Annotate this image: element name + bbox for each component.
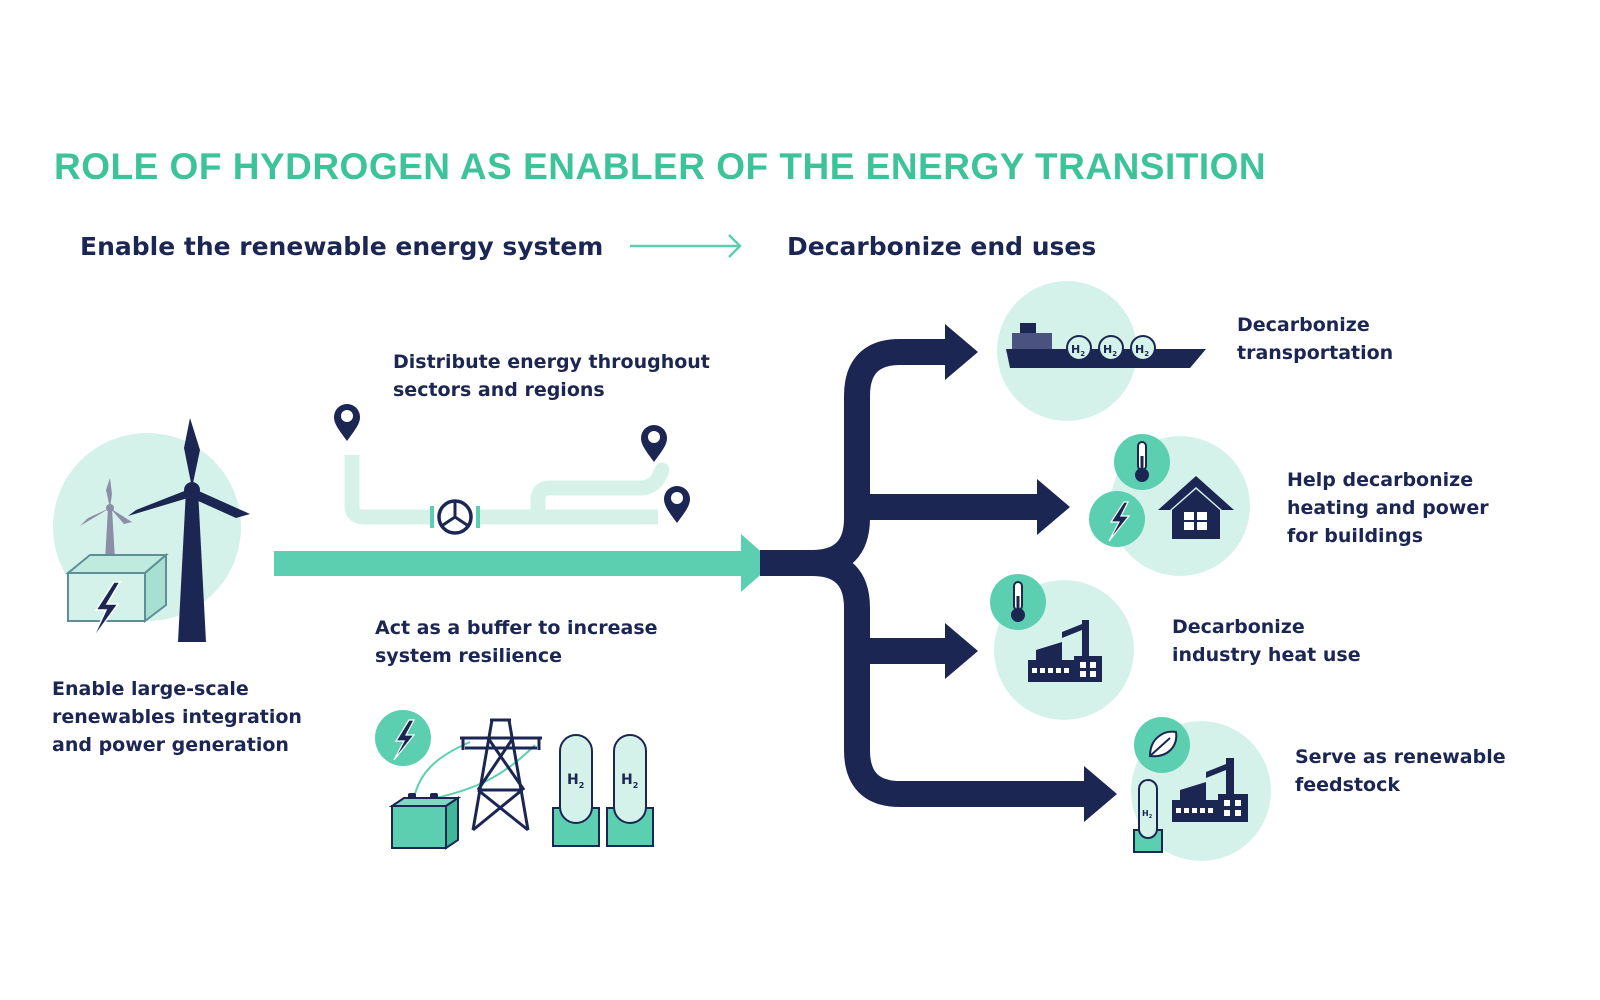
- label-buffer: Act as a buffer to increase system resil…: [375, 617, 658, 667]
- h2-label: H2: [567, 772, 584, 790]
- battery-icon: [388, 793, 462, 850]
- lightning-icon: [91, 581, 122, 641]
- label-distribute: Distribute energy throughout sectors and…: [393, 351, 710, 401]
- location-pin-icon: [334, 404, 360, 441]
- leaf-icon: [1148, 730, 1178, 758]
- main-flow-arrow: [274, 534, 774, 592]
- buildings-illustration: [1089, 434, 1250, 576]
- label-buildings: Help decarbonize heating and power for b…: [1287, 469, 1489, 547]
- ship-icon: [1006, 323, 1206, 368]
- location-pin-icon: [641, 425, 667, 462]
- factory-icon: [1028, 620, 1102, 682]
- pipeline-illustration: [334, 404, 690, 535]
- hydrogen-tank-icon: [606, 734, 654, 847]
- valve-icon: [430, 499, 480, 535]
- h2-label: H2: [621, 772, 638, 790]
- renewables-illustration: [53, 418, 250, 642]
- lightning-icon: [393, 719, 416, 761]
- hydrogen-tank-icon: [552, 734, 600, 847]
- heading-arrow-icon: [630, 234, 742, 258]
- h2-label: H2: [1071, 343, 1085, 358]
- h2-label: H2: [1135, 343, 1149, 358]
- thermometer-icon: [1011, 581, 1025, 622]
- h2-label: H2: [1103, 343, 1117, 358]
- industry-illustration: [990, 574, 1134, 720]
- label-feedstock: Serve as renewable feedstock: [1295, 746, 1506, 796]
- hydrogen-tank-icon: [1133, 779, 1163, 853]
- feedstock-illustration: [1131, 717, 1271, 861]
- page-title: ROLE OF HYDROGEN AS ENABLER OF THE ENERG…: [54, 146, 1267, 187]
- label-renewables: Enable large-scale renewables integratio…: [52, 678, 302, 756]
- h2-label: H2: [1142, 809, 1153, 820]
- thermometer-icon: [1135, 441, 1149, 482]
- transport-illustration: [997, 281, 1206, 421]
- label-transport: Decarbonize transportation: [1237, 314, 1394, 364]
- house-icon: [1158, 476, 1234, 539]
- small-wind-turbine-icon: [80, 478, 132, 560]
- wind-turbine-icon: [128, 418, 250, 642]
- power-pylon-icon: [460, 718, 542, 832]
- location-pin-icon: [664, 486, 690, 523]
- right-heading: Decarbonize end uses: [787, 232, 1097, 261]
- label-industry: Decarbonize industry heat use: [1172, 616, 1361, 666]
- factory-icon: [1172, 758, 1248, 822]
- left-heading: Enable the renewable energy system: [80, 232, 604, 261]
- buffer-illustration: [375, 710, 654, 850]
- arrow-heads: [945, 324, 1117, 822]
- branch-arrows: [760, 339, 1088, 807]
- lightning-icon: [1108, 501, 1131, 542]
